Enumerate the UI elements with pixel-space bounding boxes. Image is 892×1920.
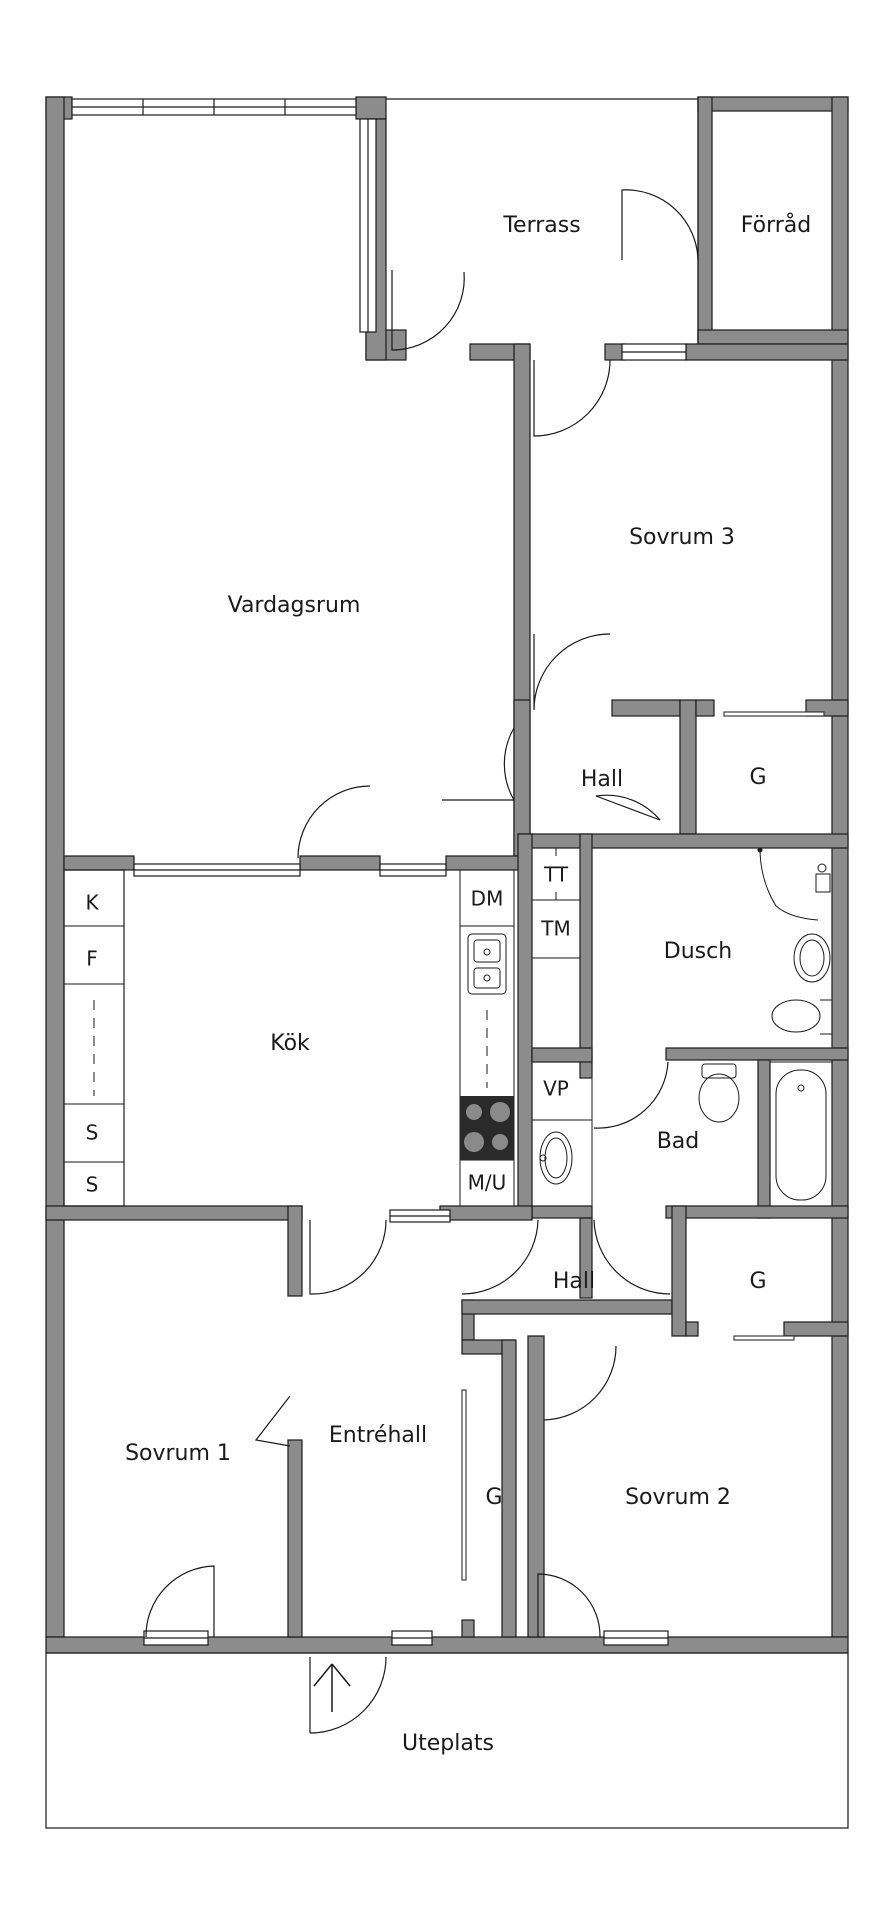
fixture-label-s2: S — [86, 1173, 99, 1197]
fixture-label-dm: DM — [471, 887, 504, 911]
room-label-hall-upper: Hall — [581, 767, 623, 792]
room-label-sovrum2: Sovrum 2 — [625, 1485, 731, 1510]
bad-fixtures — [531, 1061, 593, 1207]
entrance-arrow-icon — [313, 1663, 351, 1712]
walls — [45, 96, 849, 1654]
bathtub-icon — [769, 1061, 833, 1207]
outlines — [45, 97, 849, 1829]
stove-icon — [460, 1096, 514, 1160]
shower-fixtures — [757, 847, 833, 1035]
kitchen-left-cabinets — [64, 925, 124, 1163]
wardrobe-doors — [461, 711, 825, 1581]
room-label-sovrum1: Sovrum 1 — [125, 1441, 231, 1466]
room-label-forrad: Förråd — [741, 212, 811, 238]
fixture-label-s1: S — [86, 1121, 99, 1145]
room-label-entrehall: Entréhall — [329, 1423, 427, 1448]
fixture-label-vp: VP — [543, 1077, 569, 1101]
sink-icon — [467, 933, 507, 995]
room-label-vardagsrum: Vardagsrum — [228, 593, 361, 618]
toilet-icon — [698, 1063, 740, 1123]
room-label-hall-lower: Hall — [553, 1269, 595, 1294]
fixture-label-k: K — [85, 891, 99, 915]
room-label-dusch: Dusch — [664, 939, 732, 964]
fixture-label-mu: M/U — [468, 1171, 507, 1195]
room-label-bad: Bad — [657, 1129, 700, 1154]
room-label-kok: Kök — [270, 1031, 310, 1056]
room-label-terrass: Terrass — [502, 213, 580, 238]
room-label-closet-lower-right: G — [749, 1269, 766, 1294]
laundry-column — [531, 847, 581, 1049]
windows — [71, 98, 687, 1646]
room-label-closet-upper: G — [749, 765, 766, 790]
room-label-sovrum3: Sovrum 3 — [629, 525, 735, 550]
fixture-label-tt: TT — [543, 863, 569, 887]
doors — [145, 189, 699, 1734]
fixture-label-tm: TM — [540, 917, 570, 941]
room-label-uteplats: Uteplats — [402, 1731, 494, 1756]
fixture-label-f: F — [86, 947, 98, 971]
room-label-closet-entre: G — [485, 1485, 502, 1510]
